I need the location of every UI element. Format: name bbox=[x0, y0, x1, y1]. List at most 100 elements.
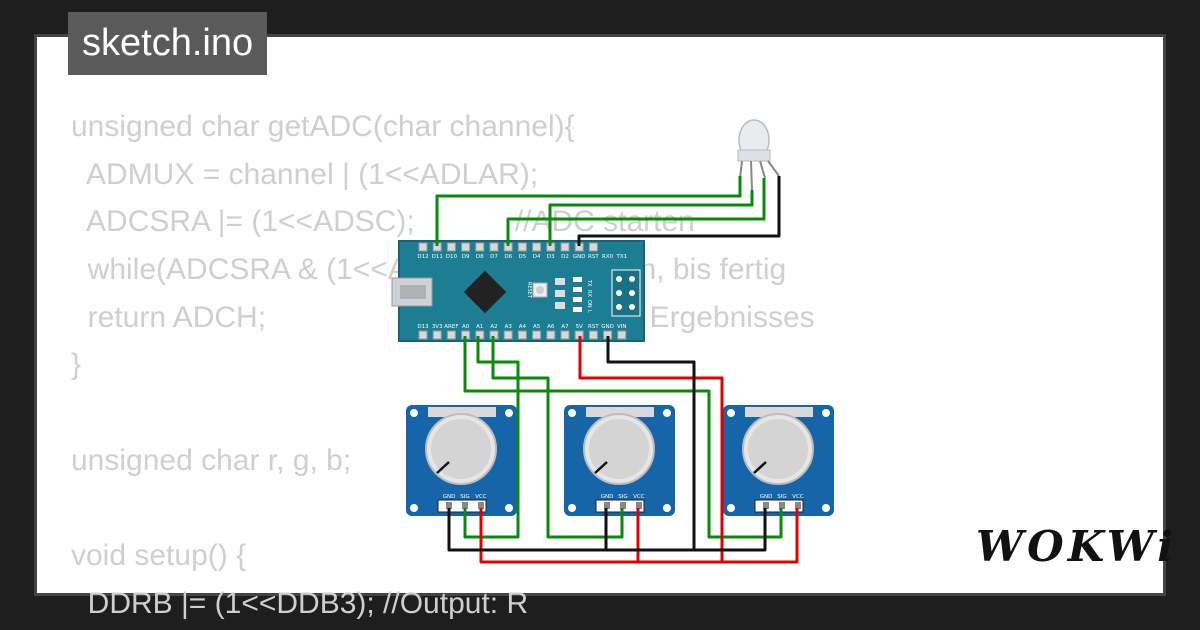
pin-label: RST bbox=[588, 254, 599, 260]
icsp-hole bbox=[629, 276, 635, 282]
pin-label: 3V3 bbox=[432, 324, 443, 330]
pin-hole[interactable] bbox=[475, 330, 485, 340]
icsp-hole bbox=[616, 290, 622, 296]
led-label: ON bbox=[586, 300, 592, 308]
pot-pin-label: GND bbox=[443, 494, 456, 500]
icsp-hole bbox=[629, 290, 635, 296]
pin-hole[interactable] bbox=[503, 330, 513, 340]
pin-label: A2 bbox=[490, 324, 497, 330]
pin-hole[interactable] bbox=[560, 330, 570, 340]
pin-label: TX1 bbox=[615, 254, 627, 260]
pin-label: D4 bbox=[533, 254, 541, 260]
pin-label: RST bbox=[588, 324, 599, 330]
pot-pin-label: VCC bbox=[792, 494, 804, 500]
pot-pin-label: GND bbox=[760, 494, 773, 500]
code-line: unsigned char r, g, b; bbox=[71, 443, 352, 477]
pin-hole[interactable] bbox=[546, 330, 556, 340]
wire-a0-pot3-sig[interactable] bbox=[463, 336, 783, 539]
pin-label: D10 bbox=[446, 254, 458, 260]
pin-label: D12 bbox=[417, 254, 428, 260]
pot-pin-label: GND bbox=[601, 494, 614, 500]
rgb-led[interactable] bbox=[737, 119, 780, 191]
pot-pin[interactable] bbox=[604, 502, 610, 509]
reset-label: RESET bbox=[526, 282, 532, 299]
pot-pin[interactable] bbox=[763, 502, 769, 509]
pin-label: D11 bbox=[432, 254, 443, 260]
pin-label: GND bbox=[601, 324, 614, 330]
pin-label: D3 bbox=[547, 254, 555, 260]
pin-hole[interactable] bbox=[475, 242, 485, 252]
potentiometer-module[interactable]: GND SIG VCC bbox=[564, 405, 675, 516]
pot-pin[interactable] bbox=[446, 502, 452, 509]
pin-label: D5 bbox=[519, 254, 527, 260]
pin-hole[interactable] bbox=[588, 242, 598, 252]
pin-label: A0 bbox=[462, 324, 470, 330]
pot-pin[interactable] bbox=[620, 502, 626, 509]
pot-pin-label: SIG bbox=[777, 494, 786, 500]
pin-hole[interactable] bbox=[446, 330, 456, 340]
pot-pin-label: VCC bbox=[475, 494, 487, 500]
pin-label: D6 bbox=[504, 254, 512, 260]
pot-pin-label: SIG bbox=[618, 494, 627, 500]
code-line: void setup() { bbox=[71, 539, 247, 573]
pin-hole[interactable] bbox=[461, 242, 471, 252]
pot-pin[interactable] bbox=[462, 502, 468, 509]
pot-pin[interactable] bbox=[795, 502, 801, 509]
pin-hole[interactable] bbox=[560, 242, 570, 252]
wire-led-black-gnd[interactable] bbox=[577, 176, 781, 246]
pin-label: D7 bbox=[490, 254, 498, 260]
wire-a1-pot1-sig[interactable] bbox=[463, 336, 520, 539]
wire-led-green-d11[interactable] bbox=[435, 176, 742, 246]
pin-label: D9 bbox=[462, 254, 470, 260]
code-line: } bbox=[71, 348, 82, 382]
code-line: ADMUX = channel | (1<<ADLAR); bbox=[71, 157, 539, 191]
pin-label: A7 bbox=[561, 324, 569, 330]
pin-hole[interactable] bbox=[418, 330, 428, 340]
wokwi-logo: WOKWi bbox=[976, 522, 1178, 571]
file-name-tab[interactable]: sketch.ino bbox=[68, 12, 268, 75]
code-line: DDRB |= (1<<DDB3); //Output: R bbox=[71, 586, 529, 620]
pin-label: D2 bbox=[561, 254, 569, 260]
wire-gnd[interactable] bbox=[606, 336, 696, 550]
pin-label: RX0 bbox=[602, 254, 614, 260]
wire-5v-vcc[interactable] bbox=[578, 336, 724, 562]
pot-pin-label: VCC bbox=[633, 494, 645, 500]
icsp-hole bbox=[616, 276, 622, 282]
pin-hole[interactable] bbox=[446, 242, 456, 252]
potentiometer-module[interactable]: GND SIG VCC bbox=[723, 405, 834, 516]
pin-label: A1 bbox=[476, 324, 483, 330]
pin-hole[interactable] bbox=[532, 330, 542, 340]
pin-hole[interactable] bbox=[532, 242, 542, 252]
pin-hole[interactable] bbox=[432, 330, 442, 340]
pot-pin[interactable] bbox=[478, 502, 484, 509]
pin-hole[interactable] bbox=[617, 330, 627, 340]
potentiometer-module[interactable]: GND SIG VCC bbox=[406, 405, 517, 516]
wire-led-green-d6[interactable] bbox=[506, 178, 766, 246]
led-label: RX bbox=[586, 290, 592, 297]
pin-hole[interactable] bbox=[418, 242, 428, 252]
pin-label: D13 bbox=[417, 324, 429, 330]
pin-label: VIN bbox=[617, 324, 627, 330]
wire-led-green-d3[interactable] bbox=[548, 190, 754, 246]
pin-hole[interactable] bbox=[588, 330, 598, 340]
pot-pin[interactable] bbox=[779, 502, 785, 509]
pin-label: 5V bbox=[576, 324, 583, 330]
pin-label: AREF bbox=[444, 324, 458, 330]
pin-label: GND bbox=[573, 254, 586, 260]
pin-hole[interactable] bbox=[489, 242, 499, 252]
pot-pin-label: SIG bbox=[460, 494, 469, 500]
led-label: TX bbox=[586, 279, 592, 287]
pin-label: A5 bbox=[533, 324, 541, 330]
pin-label: D8 bbox=[476, 254, 484, 260]
code-line: unsigned char getADC(char channel){ bbox=[71, 110, 575, 143]
pot-pin[interactable] bbox=[636, 502, 642, 509]
wire-a2-pot2-sig[interactable] bbox=[491, 336, 624, 539]
icsp-hole bbox=[616, 304, 622, 310]
pin-label: A6 bbox=[547, 324, 555, 330]
icsp-hole bbox=[629, 304, 635, 310]
pin-hole[interactable] bbox=[517, 242, 527, 252]
pin-hole[interactable] bbox=[517, 330, 527, 340]
wires bbox=[435, 176, 799, 564]
